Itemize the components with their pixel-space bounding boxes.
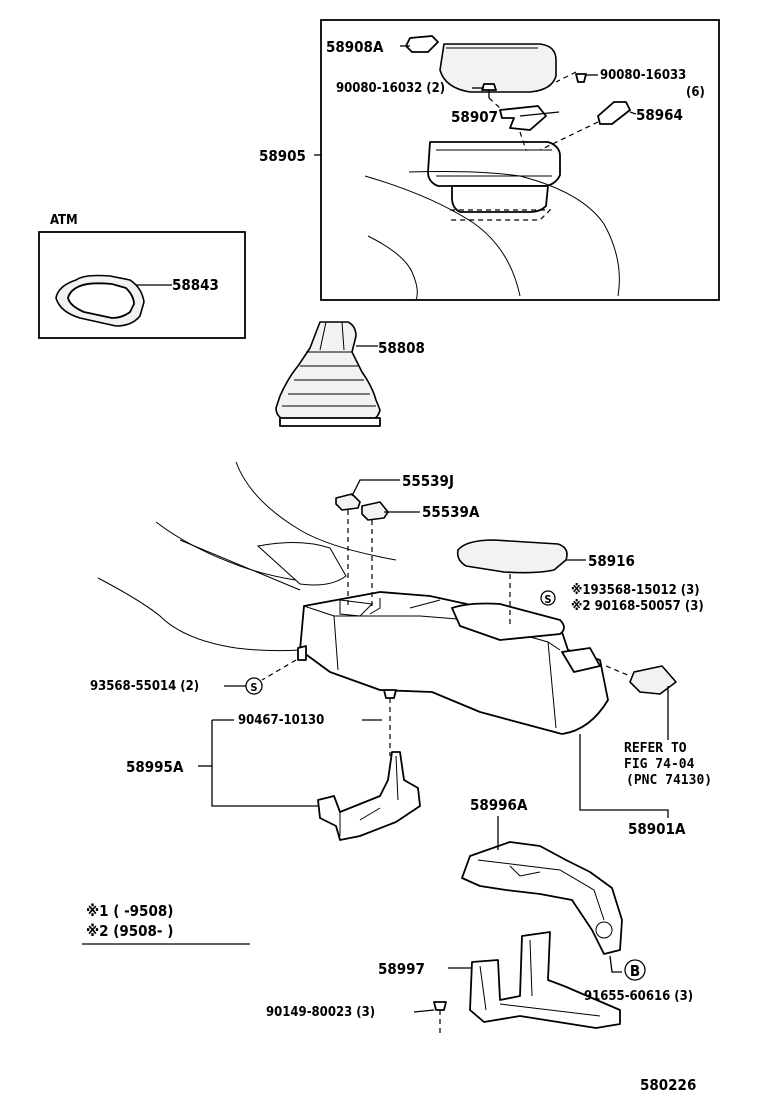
label-58908A: 58908A <box>326 38 384 56</box>
label-58907: 58907 <box>451 108 498 126</box>
atm-label: ATM <box>50 213 78 228</box>
marker-s-right: S <box>544 593 551 606</box>
label-58916: 58916 <box>588 552 635 570</box>
label-55539A: 55539A <box>422 503 480 521</box>
bracket-58907 <box>499 105 547 131</box>
bracket-58995A <box>317 689 421 841</box>
label-90467-10130: 90467-10130 <box>238 713 324 728</box>
hinge-58908A <box>405 35 439 53</box>
label-90149-80023: 90149-80023 (3) <box>266 1005 375 1020</box>
label-58964: 58964 <box>636 106 683 124</box>
label-58808: 58808 <box>378 339 425 357</box>
bracket-58996A <box>461 841 623 955</box>
label-90080-16032: 90080-16032 (2) <box>336 81 445 96</box>
label-90080-16033: 90080-16033 <box>600 68 686 83</box>
plug-55539J <box>335 493 361 511</box>
label-290168-50057: ※2 90168-50057 (3) <box>571 599 704 614</box>
label-58901A: 58901A <box>628 820 686 838</box>
label-93568-55014: 93568-55014 (2) <box>90 679 199 694</box>
refer-text-1: REFER TO <box>624 741 687 756</box>
pad-58916 <box>456 539 568 574</box>
console-box-inset <box>314 19 720 301</box>
figure-number: 580226 <box>640 1076 696 1094</box>
atm-inset-box <box>38 231 246 339</box>
note-2: ※2 (9508- ) <box>86 922 173 940</box>
label-58997: 58997 <box>378 960 425 978</box>
label-58995A: 58995A <box>126 758 184 776</box>
cup-insert-74130 <box>629 665 677 695</box>
plug-55539A <box>361 501 389 521</box>
bracket-58997 <box>469 931 621 1029</box>
refer-text-3: (PNC 74130) <box>626 773 712 788</box>
label-193568-15012: ※193568-15012 (3) <box>571 583 700 598</box>
console-box-body <box>427 141 561 187</box>
note-1: ※1 ( -9508) <box>86 902 173 920</box>
screw-90080-16033 <box>575 73 587 83</box>
marker-s-left: S <box>250 681 257 694</box>
screw-marker-s-left: S <box>245 677 263 695</box>
label-91655-60616: 91655-60616 (3) <box>584 989 693 1004</box>
latch-58964 <box>597 101 631 125</box>
screw-marker-s-right: S <box>540 590 556 606</box>
console-assembly <box>97 461 677 735</box>
label-58996A: 58996A <box>470 796 528 814</box>
marker-b-label: B <box>630 962 640 980</box>
screw-90080-16032 <box>481 83 497 91</box>
shift-boot-58808 <box>275 321 381 427</box>
marker-b: B <box>624 959 646 981</box>
label-55539J: 55539J <box>402 472 454 490</box>
label-90080-16033-qty: (6) <box>686 85 705 100</box>
refer-text-2: FIG 74-04 <box>624 757 695 772</box>
label-58843: 58843 <box>172 276 219 294</box>
console-lid <box>439 43 557 93</box>
label-58905: 58905 <box>259 147 306 165</box>
